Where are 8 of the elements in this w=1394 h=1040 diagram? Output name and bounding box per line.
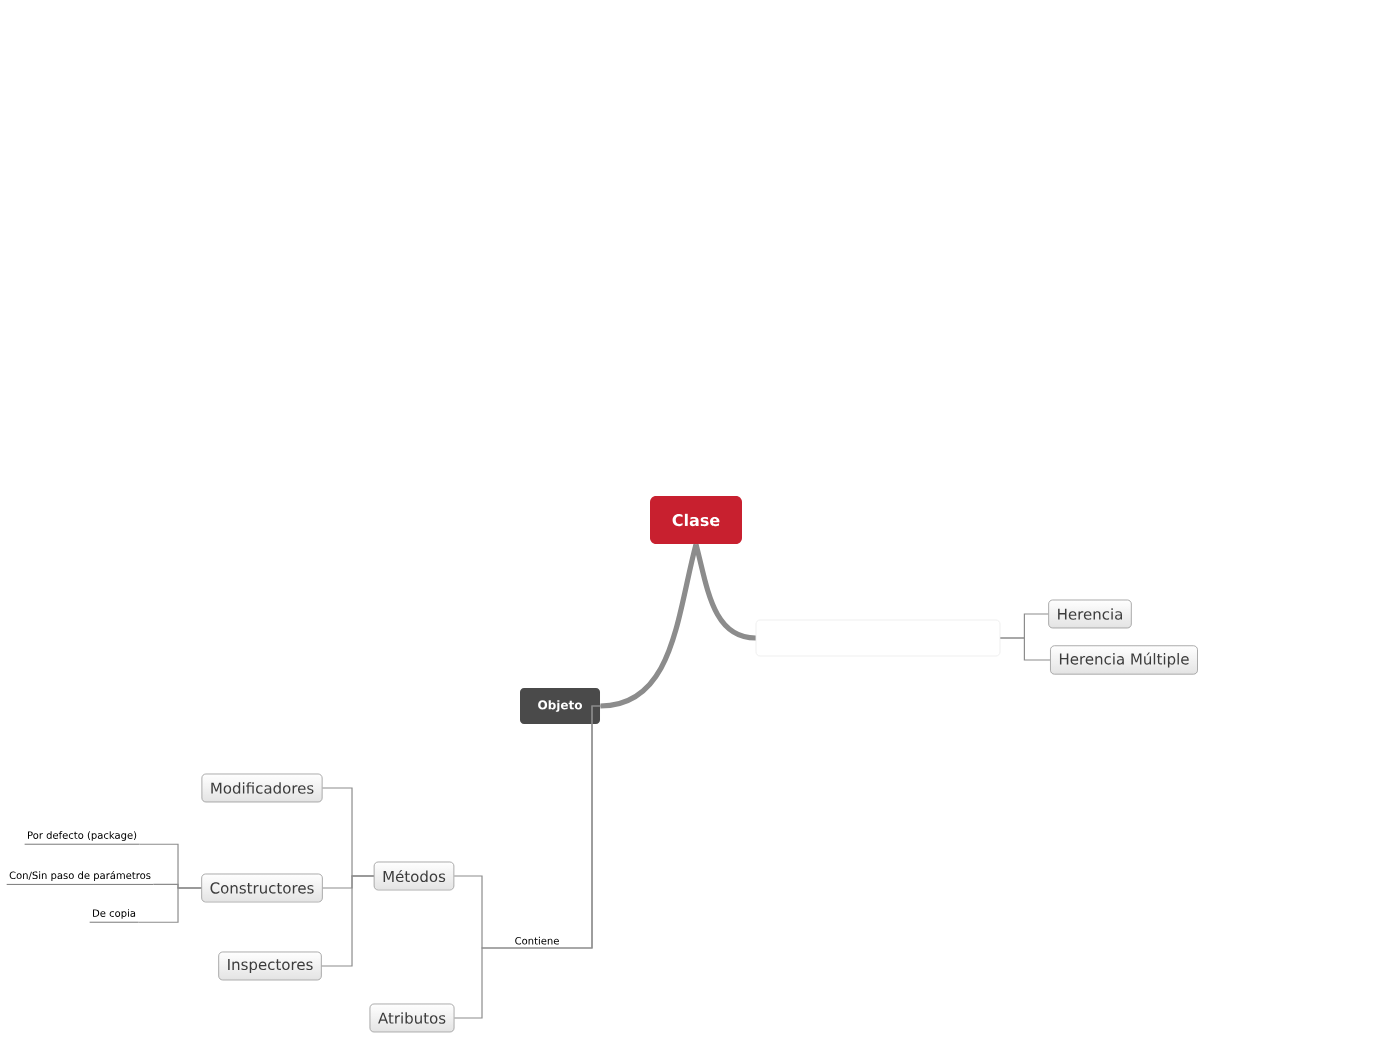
connector [999,637,1051,661]
connector [453,705,601,1019]
connector [137,887,202,923]
blank-topic-box [755,619,1001,657]
central-topic: Clase [650,496,742,544]
connector [321,875,375,967]
connector [693,543,756,641]
connector [600,543,699,709]
